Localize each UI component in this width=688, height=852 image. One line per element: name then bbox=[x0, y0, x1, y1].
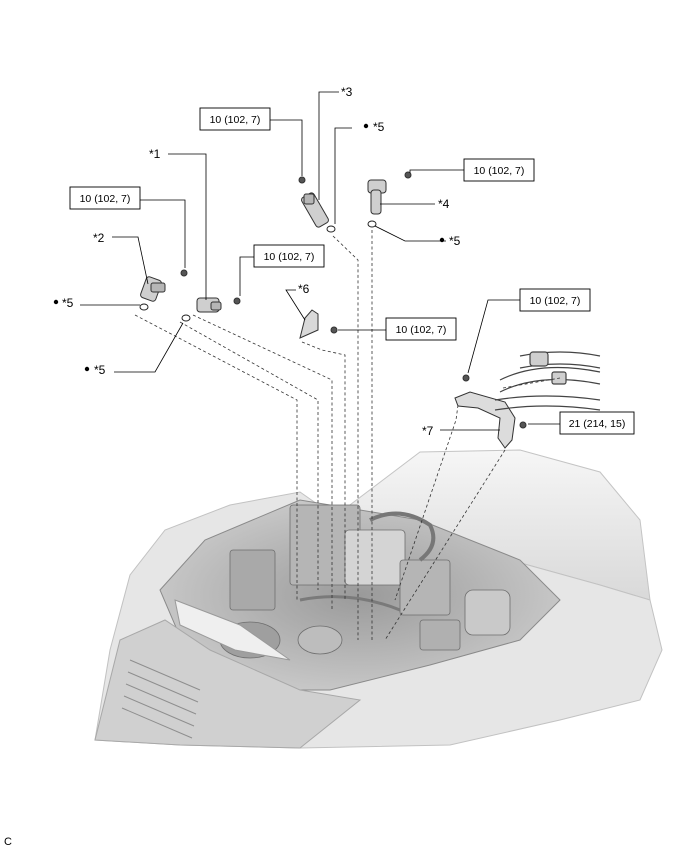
sensor-3 bbox=[298, 176, 336, 233]
bullet-icon bbox=[363, 123, 369, 129]
bullet-icon bbox=[84, 366, 90, 372]
sensor-4 bbox=[367, 171, 412, 228]
torque-spec-text: 10 (102, 7) bbox=[474, 165, 525, 177]
torque-spec-box: 10 (102, 7) bbox=[519, 288, 591, 312]
callout-label: *5 bbox=[94, 363, 106, 377]
bracket-6 bbox=[299, 309, 338, 339]
leader-lines bbox=[80, 91, 560, 431]
callout-label: *5 bbox=[373, 120, 385, 134]
bullet-icon bbox=[53, 299, 59, 305]
torque-specs: 10 (102, 7) 10 (102, 7) 10 (102, 7) 10 (… bbox=[69, 107, 635, 435]
bullet-icon bbox=[439, 237, 445, 243]
torque-spec-text: 10 (102, 7) bbox=[210, 114, 261, 126]
torque-spec-box: 10 (102, 7) bbox=[463, 158, 535, 182]
callout-label: *6 bbox=[298, 282, 310, 296]
front-bumper bbox=[94, 619, 362, 749]
callout-label: *7 bbox=[422, 424, 434, 438]
vehicle-illustration bbox=[94, 449, 663, 749]
torque-spec-box: 10 (102, 7) bbox=[199, 107, 271, 131]
torque-spec-box: 10 (102, 7) bbox=[253, 244, 325, 268]
sensor-1 bbox=[181, 297, 241, 322]
hoses bbox=[494, 351, 601, 411]
callout-label: *5 bbox=[449, 234, 461, 248]
torque-spec-text: 10 (102, 7) bbox=[80, 193, 131, 205]
callout-label: *3 bbox=[341, 85, 353, 99]
grille bbox=[121, 659, 201, 739]
headlight bbox=[174, 599, 291, 661]
callout-label: *5 bbox=[62, 296, 74, 310]
bracket-7 bbox=[454, 374, 527, 449]
torque-spec-text: 10 (102, 7) bbox=[530, 295, 581, 307]
torque-spec-text: 10 (102, 7) bbox=[396, 324, 447, 336]
installation-lines bbox=[134, 230, 561, 641]
callout-label: *4 bbox=[438, 197, 450, 211]
torque-spec-text: 21 (214, 15) bbox=[569, 418, 626, 430]
torque-spec-box: 10 (102, 7) bbox=[385, 317, 457, 341]
torque-spec-text: 10 (102, 7) bbox=[264, 251, 315, 263]
callout-label: *2 bbox=[93, 231, 105, 245]
callouts: *1 *2 *3 *4 *5 *5 *5 *5 *6 *7 bbox=[53, 85, 461, 438]
sensor-2 bbox=[139, 269, 188, 311]
callout-label: *1 bbox=[149, 147, 161, 161]
figure-code: C bbox=[4, 836, 12, 848]
torque-spec-box: 21 (214, 15) bbox=[559, 411, 635, 435]
torque-spec-box: 10 (102, 7) bbox=[69, 186, 141, 210]
components bbox=[139, 171, 601, 449]
